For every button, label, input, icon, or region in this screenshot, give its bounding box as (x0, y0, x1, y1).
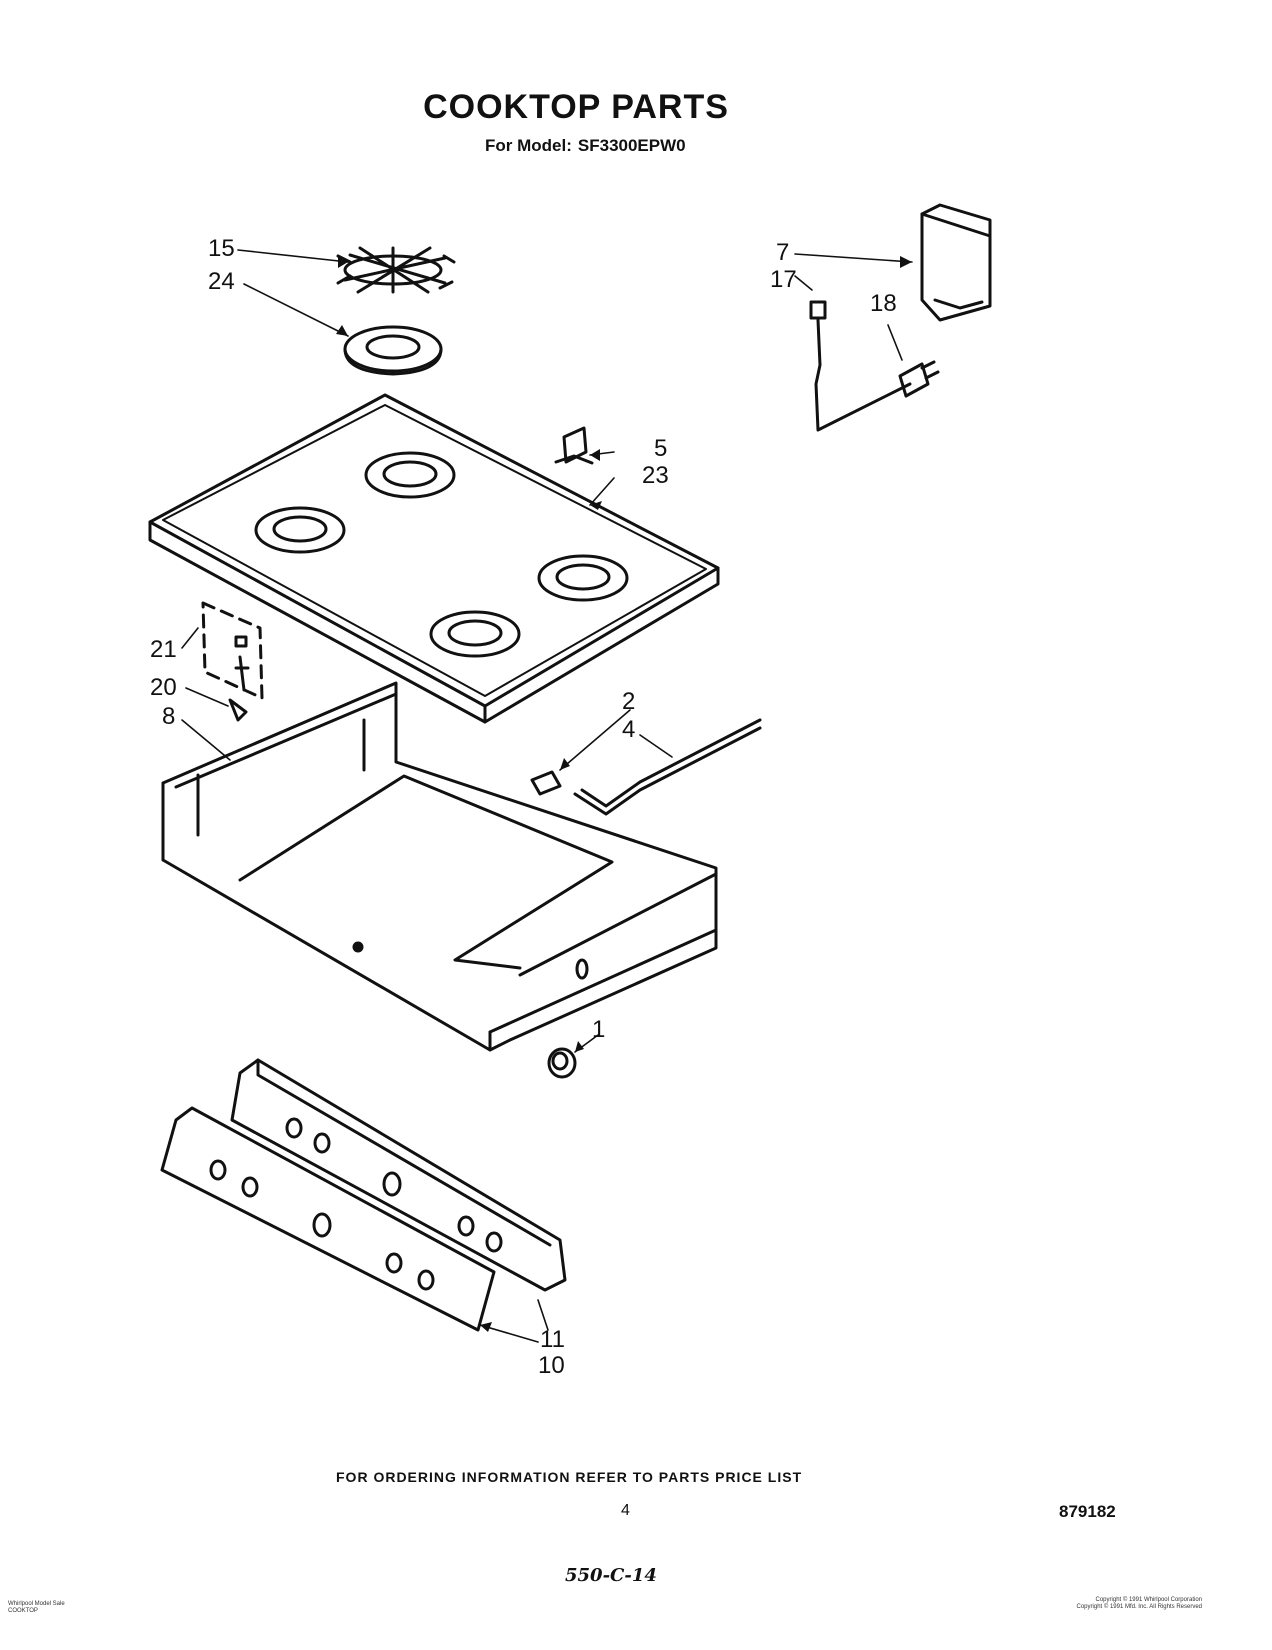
callout-11: 11 (540, 1326, 565, 1353)
page-number: 4 (621, 1502, 630, 1519)
handwritten-note: 550-C-14 (565, 1565, 657, 1586)
callout-5: 5 (654, 435, 668, 462)
clip-part (554, 426, 594, 465)
callout-17: 17 (770, 266, 797, 293)
callout-8: 8 (162, 703, 176, 730)
model-subtitle: For Model: SF3300EPW0 (485, 136, 692, 156)
control-panel-part (230, 1058, 567, 1292)
callout-1: 1 (592, 1016, 606, 1043)
fine-print-left: Whirlpool Model Sale COOKTOP (8, 1601, 65, 1615)
connector-part (530, 770, 562, 796)
callout-23: 23 (642, 462, 669, 489)
terminal-wire-part (809, 300, 912, 432)
fine-print-right: Copyright © 1991 Whirlpool Corporation C… (1077, 1597, 1202, 1611)
bracket-part (920, 203, 992, 322)
document-number: 879182 (1059, 1502, 1116, 1521)
ignitor-module-part (201, 601, 264, 722)
knob-part (547, 1047, 577, 1079)
model-number: SF3300EPW0 (577, 136, 686, 155)
ordering-info: FOR ORDERING INFORMATION REFER TO PARTS … (336, 1469, 803, 1485)
burner-grate-part (336, 246, 456, 294)
callout-15: 15 (208, 235, 235, 262)
model-label: For Model: (485, 136, 572, 155)
burner-bowl-part (343, 325, 443, 376)
power-plug-part (898, 360, 940, 398)
fine-print-left-line2: COOKTOP (8, 1608, 38, 1614)
callout-10: 10 (538, 1352, 565, 1379)
page-title: COOKTOP PARTS (423, 88, 729, 126)
leader-lines (181, 249, 913, 1343)
burner-box-part (161, 681, 718, 1052)
arrowheads (336, 256, 912, 1332)
callout-18: 18 (870, 290, 897, 317)
tube-part (573, 718, 762, 816)
fine-print-right-line1: Copyright © 1991 Whirlpool Corporation (1095, 1597, 1202, 1603)
callout-2: 2 (622, 688, 636, 715)
fine-print-right-line2: Copyright © 1991 Mfd. Inc. All Rights Re… (1076, 1604, 1202, 1610)
callout-4: 4 (622, 716, 636, 743)
callout-7: 7 (776, 239, 790, 266)
callout-21: 21 (150, 636, 177, 663)
fine-print-left-line1: Whirlpool Model Sale (8, 1601, 65, 1607)
callout-20: 20 (150, 674, 177, 701)
cooktop-top-part (148, 393, 720, 724)
callout-24: 24 (208, 268, 235, 295)
panel-trim-part (160, 1106, 496, 1332)
